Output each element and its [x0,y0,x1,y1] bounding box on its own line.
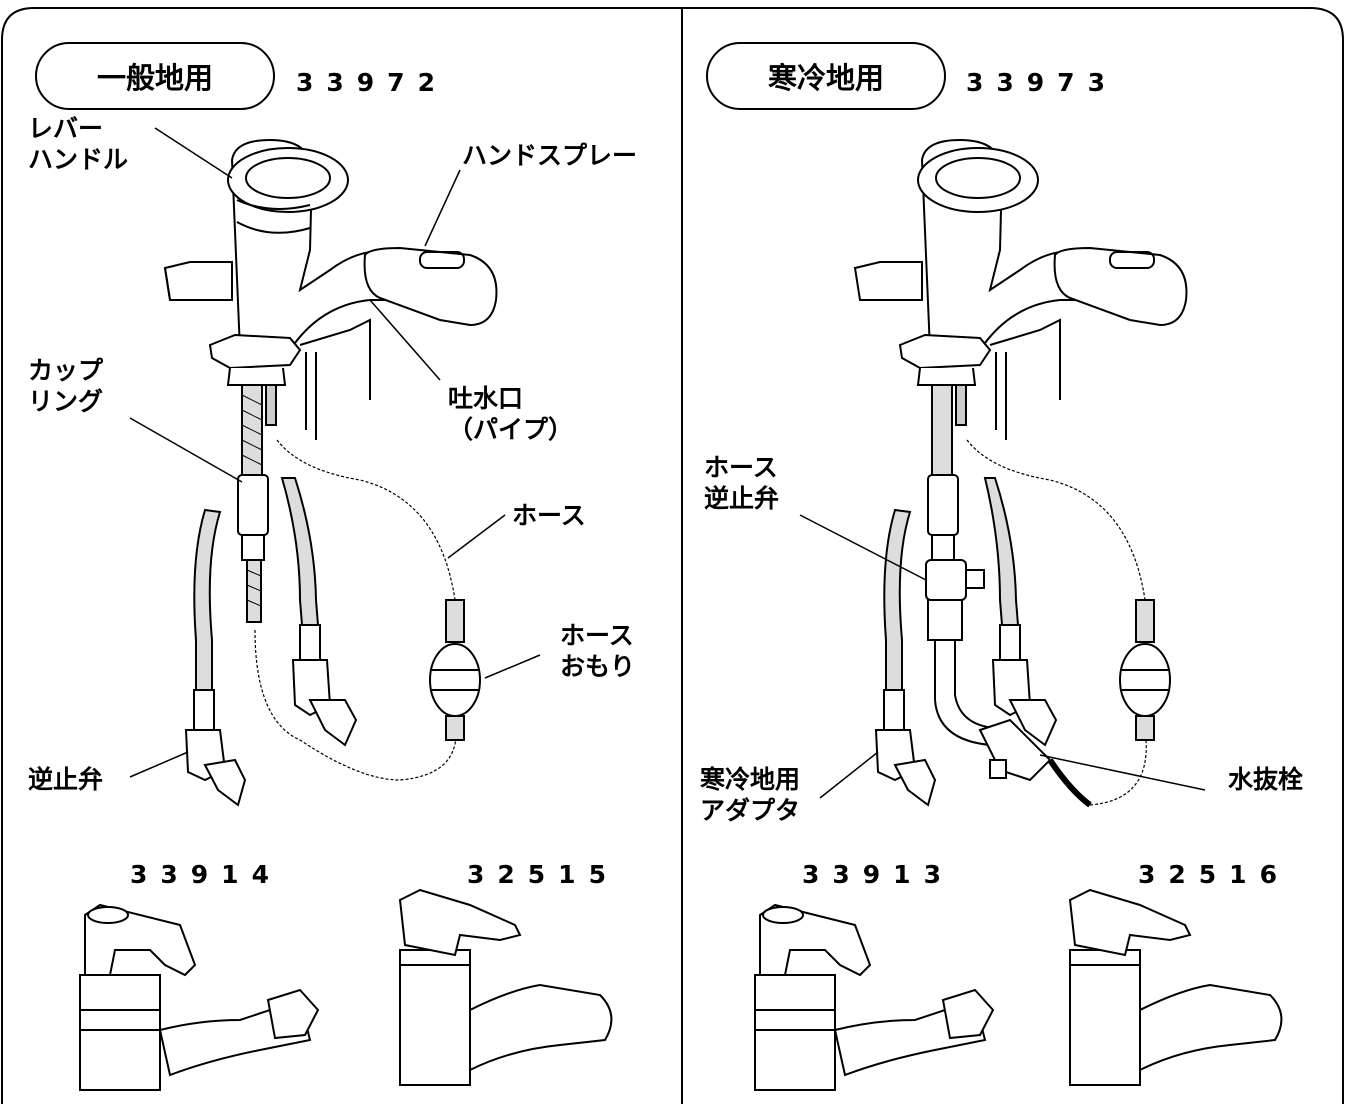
variant-number-left-2: 32515 [467,860,619,889]
label-hand-spray: ハンドスプレー [462,141,638,170]
label-drain-plug: 水抜栓 [1228,765,1304,794]
left-faucet-illustration [165,140,496,805]
variant-number-right-1: 33913 [802,860,954,889]
model-number-left: 33972 [296,68,448,97]
label-lever-handle: レバー ハンドル [28,114,129,174]
label-spout: 吐水口 （パイプ） [448,384,574,444]
right-leader-lines [800,515,1205,798]
left-leader-lines [130,128,540,777]
region-label-cold: 寒冷地用 [706,42,946,110]
model-number-right: 33973 [966,68,1118,97]
region-label-general: 一般地用 [35,42,275,110]
variant-number-left-1: 33914 [130,860,282,889]
label-hose-check-valve: ホース 逆止弁 [704,453,780,513]
right-variant-1-illustration [755,905,993,1090]
label-hose-weight: ホース おもり [560,621,636,681]
label-cold-adapter: 寒冷地用 アダプタ [700,765,801,825]
variant-number-right-2: 32516 [1138,860,1290,889]
left-variant-2-illustration [400,890,611,1085]
right-variant-2-illustration [1070,890,1281,1085]
right-faucet-illustration [855,140,1186,805]
left-variant-1-illustration [80,905,318,1090]
label-check-valve: 逆止弁 [28,765,104,794]
label-coupling: カップ リング [28,356,104,416]
label-hose: ホース [512,501,586,530]
